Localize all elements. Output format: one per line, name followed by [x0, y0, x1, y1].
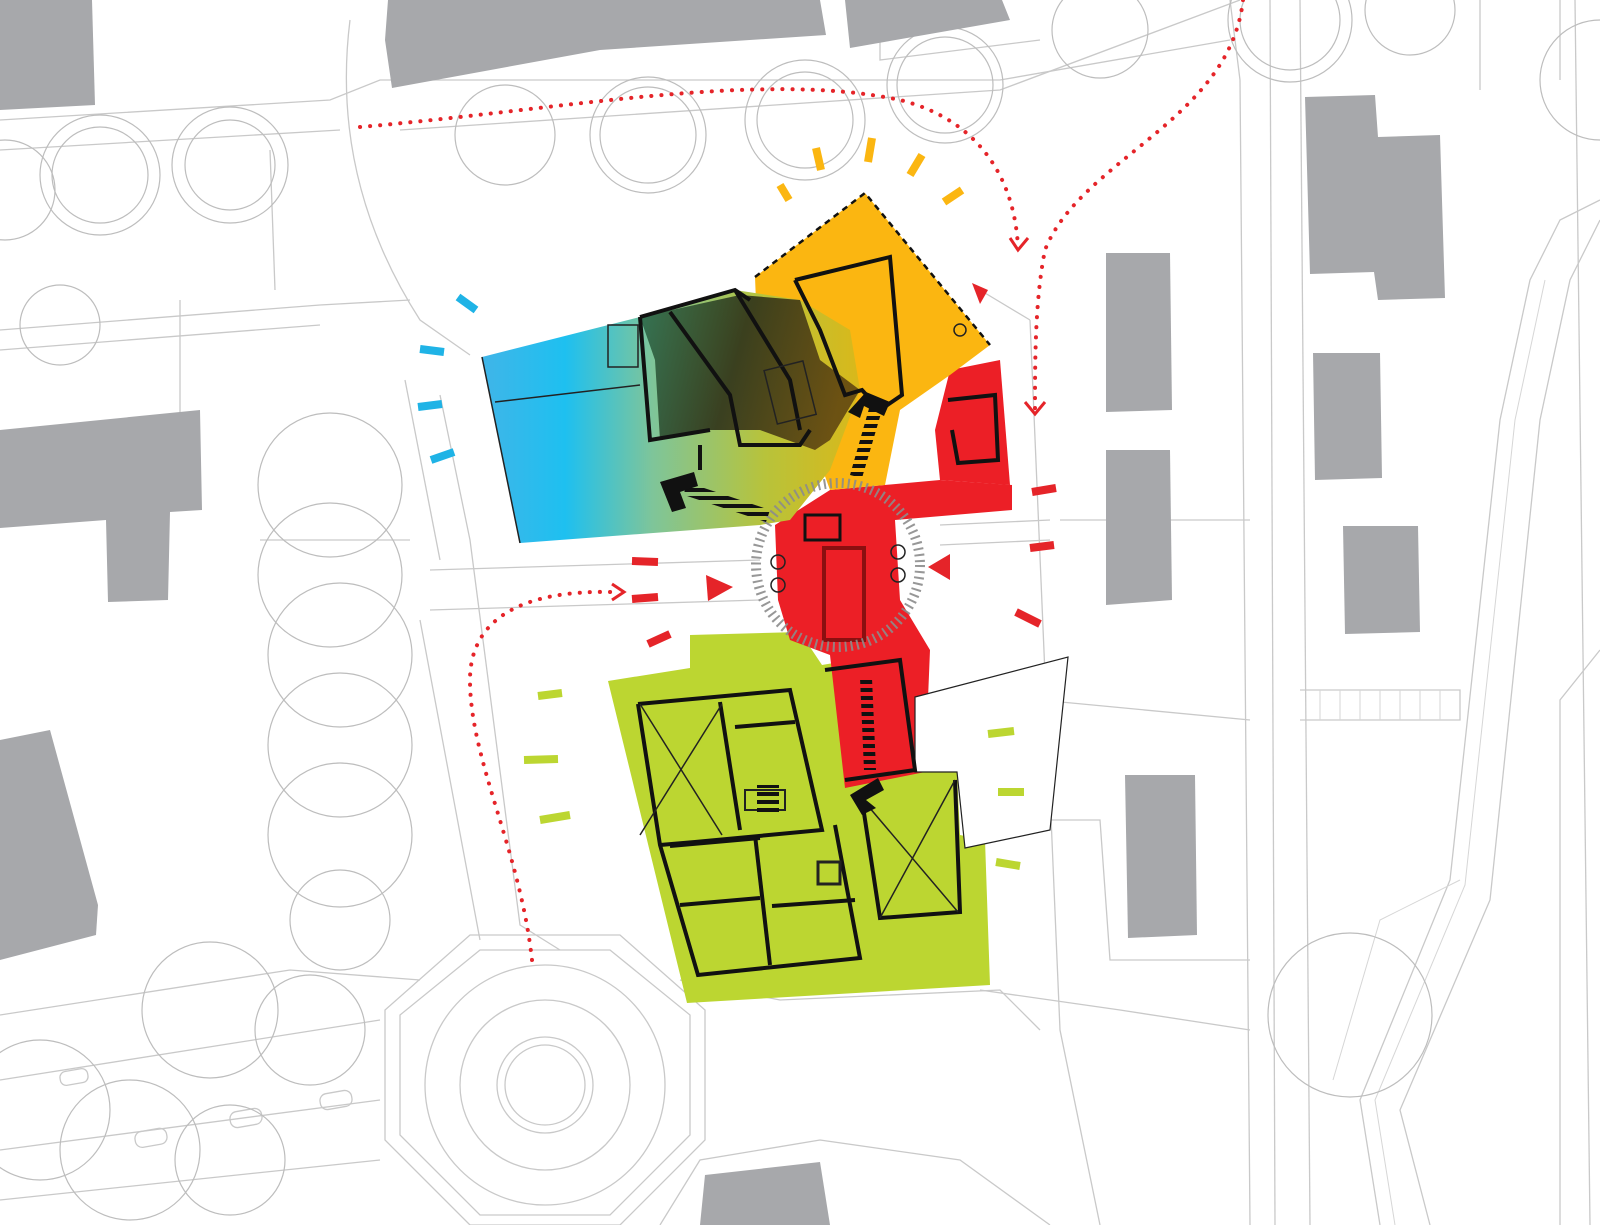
circulation-paths: [358, 0, 1245, 962]
stairs: [684, 405, 882, 815]
stair-icon: [860, 678, 876, 770]
context-buildings: [0, 0, 1445, 1225]
entry-arrow-icon: [850, 778, 884, 815]
zone-green: [608, 632, 990, 1003]
central-ring: [751, 478, 925, 652]
zone-overlap-dark: [640, 295, 860, 450]
stair-icon: [757, 785, 779, 815]
stair-icon: [684, 482, 770, 522]
radiating-marks-orange: [776, 137, 965, 206]
radiating-marks-blue: [417, 293, 479, 464]
zone-red-ne: [935, 360, 1010, 485]
octagonal-plaza: [384, 934, 706, 1225]
entry-arrows: [660, 392, 890, 815]
entry-arrow-icon: [848, 392, 890, 418]
direction-triangle-icon: [972, 283, 988, 304]
zone-red: [775, 480, 1012, 788]
radiating-marks-green: [523, 689, 1024, 870]
direction-triangle-icon: [706, 575, 733, 601]
program-zones: [482, 193, 1069, 1003]
building-walls: [481, 191, 1001, 978]
radiating-marks-red: [631, 484, 1057, 648]
stair-icon: [850, 405, 882, 478]
direction-triangle-icon: [928, 554, 950, 580]
direction-triangles: [706, 283, 988, 601]
entry-arrow-icon: [660, 472, 698, 512]
